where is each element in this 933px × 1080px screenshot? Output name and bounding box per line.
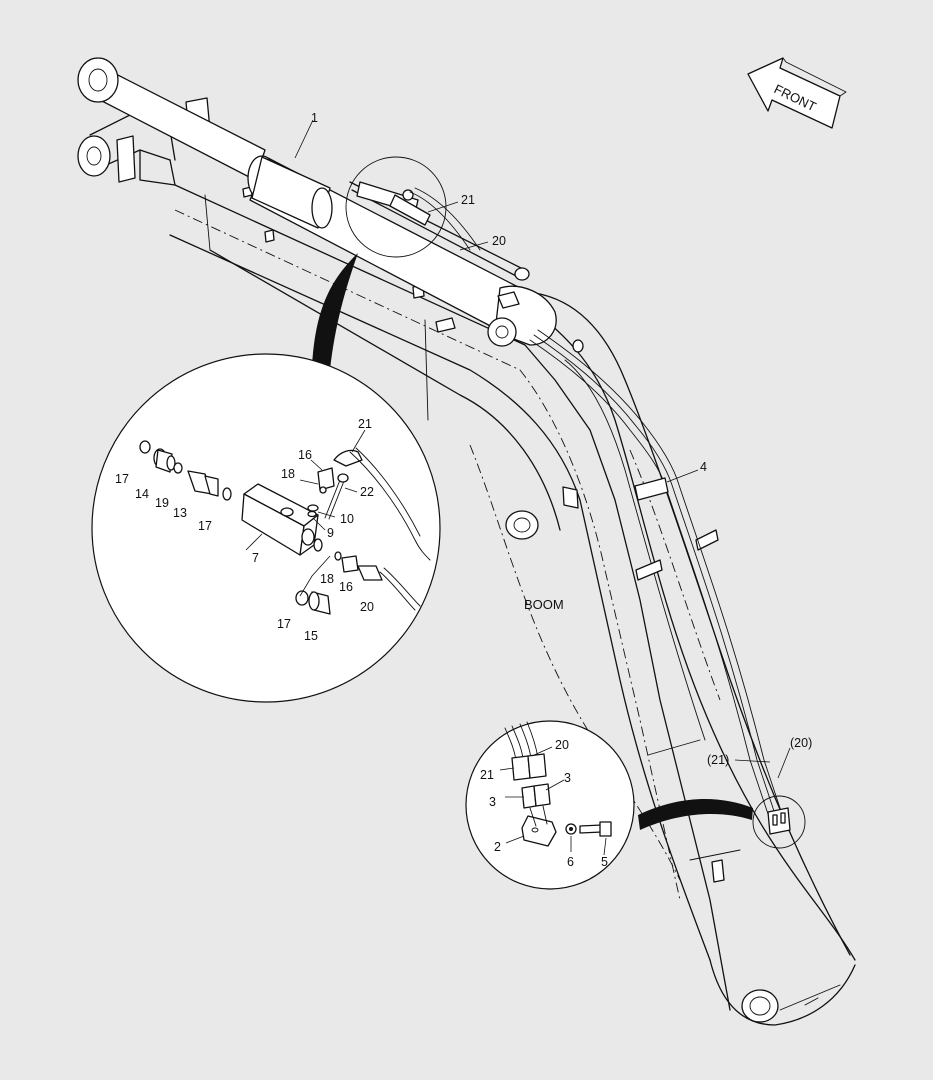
callout-upper-14: 14 bbox=[135, 487, 149, 501]
callout-upper-20: 20 bbox=[360, 600, 374, 614]
callout-upper-16a: 16 bbox=[298, 448, 312, 462]
callout-4: 4 bbox=[700, 460, 707, 474]
front-direction-arrow: FRONT bbox=[747, 57, 847, 129]
detail-circle-top-marker bbox=[312, 156, 481, 370]
callout-20: 20 bbox=[492, 234, 506, 248]
lower-detail-callouts: 20 21 3 3 2 6 5 bbox=[480, 738, 608, 869]
callout-upper-13: 13 bbox=[173, 506, 187, 520]
callout-upper-17a: 17 bbox=[115, 472, 129, 486]
callout-upper-18a: 18 bbox=[281, 467, 295, 481]
callout-lower-21: 21 bbox=[480, 768, 494, 782]
callout-lower-3a: 3 bbox=[564, 771, 571, 785]
callout-lower-5: 5 bbox=[601, 855, 608, 869]
callout-upper-9: 9 bbox=[327, 526, 334, 540]
boom-cylinder bbox=[77, 57, 785, 821]
callout-lower-2: 2 bbox=[494, 840, 501, 854]
detail-view-lower bbox=[465, 720, 635, 890]
clamp-part-4 bbox=[634, 469, 699, 501]
callout-lower-6: 6 bbox=[567, 855, 574, 869]
boom-structure bbox=[77, 97, 856, 1026]
upper-detail-callouts: 21 16 18 22 10 9 17 14 19 13 17 7 18 16 … bbox=[115, 417, 374, 643]
pointer-wedge-upper bbox=[312, 253, 358, 370]
callout-21-ref: (21) bbox=[707, 753, 729, 767]
callout-upper-15: 15 bbox=[304, 629, 318, 643]
callout-upper-18b: 18 bbox=[320, 572, 334, 586]
callout-upper-22: 22 bbox=[360, 485, 374, 499]
pointer-wedge-lower bbox=[638, 798, 753, 830]
callout-lower-3b: 3 bbox=[489, 795, 496, 809]
callout-upper-21: 21 bbox=[358, 417, 372, 431]
main-leader-lines bbox=[294, 119, 791, 779]
callout-1: 1 bbox=[311, 111, 318, 125]
callout-upper-16b: 16 bbox=[339, 580, 353, 594]
callout-upper-17b: 17 bbox=[198, 519, 212, 533]
boom-label: BOOM bbox=[524, 597, 564, 612]
callout-21: 21 bbox=[461, 193, 475, 207]
callout-20-ref: (20) bbox=[790, 736, 812, 750]
main-callouts: 1 21 20 4 (21) (20) BOOM bbox=[311, 111, 812, 767]
callout-lower-20: 20 bbox=[555, 738, 569, 752]
callout-upper-7: 7 bbox=[252, 551, 259, 565]
callout-upper-10: 10 bbox=[340, 512, 354, 526]
callout-upper-17c: 17 bbox=[277, 617, 291, 631]
callout-upper-19: 19 bbox=[155, 496, 169, 510]
detail-view-upper bbox=[91, 353, 441, 703]
detail-circle-bottom-marker bbox=[638, 795, 806, 849]
